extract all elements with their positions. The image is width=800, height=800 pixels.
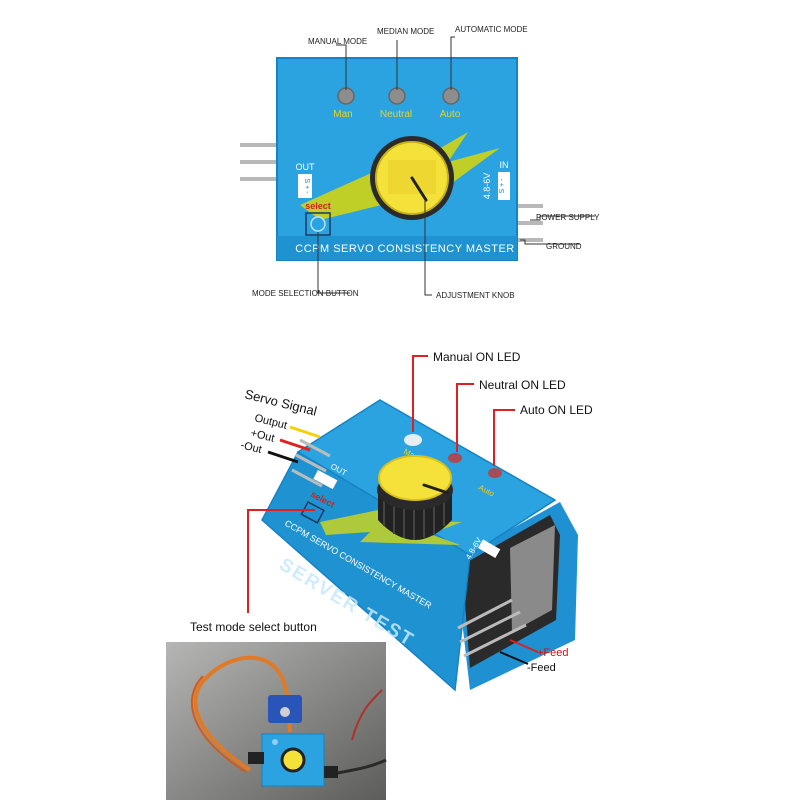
tester-front-face [261,450,471,692]
callout-minus-out: -Out [239,439,263,456]
callout-adjustment-knob: ADJUSTMENT KNOB [436,291,515,300]
output-pins [240,143,280,181]
callout-ground: GROUND [546,242,582,251]
callout-power-supply: POWER SUPPLY [536,213,600,222]
out-pin-labels: S + - [303,179,310,195]
feed-wires [499,639,539,665]
bottom-diagram: Man Auto OUT select 4.8-6V [190,350,593,692]
callout-auto-on-led: Auto ON LED [520,403,593,417]
led-label-man: Man [333,109,352,120]
servo-signal-wires [267,425,321,464]
led-label-auto: Auto [440,109,461,120]
led-manual [337,87,355,105]
bottom-led-auto [488,468,502,478]
callout-test-mode-select-button: Test mode select button [190,620,317,634]
callout-servo-signal: Servo Signal [243,386,318,418]
bottom-callout-lines [247,355,515,613]
bottom-mode-select-button[interactable] [300,500,325,524]
input-pins [513,204,543,242]
led-auto [442,87,460,105]
board-title: CCPM SERVO CONSISTENCY MASTER [295,243,514,255]
select-label: select [305,201,331,211]
callout-plus-out: +Out [249,427,275,444]
callout-neutral-on-led: Neutral ON LED [479,378,566,392]
bottom-led-neutral [448,453,462,463]
bottom-led-manual [404,434,422,446]
out-label: OUT [296,162,316,172]
adjustment-knob[interactable] [370,136,454,220]
callout-automatic-mode: AUTOMATIC MODE [455,25,528,34]
photo-inset [166,642,387,800]
bottom-adjustment-knob[interactable] [377,455,453,540]
in-voltage-label: 4.8-6V [482,173,492,200]
in-label: IN [500,160,509,170]
bottom-input-pins [457,598,527,658]
callout-plus-feed: +Feed [537,647,569,659]
bottom-output-pins [291,438,331,488]
callout-minus-feed: -Feed [527,662,556,674]
callout-manual-on-led: Manual ON LED [433,350,521,364]
callout-median-mode: MEDIAN MODE [377,27,434,36]
led-neutral [388,87,406,105]
in-pin-labels: S + - [499,178,506,194]
callout-manual-mode: MANUAL MODE [308,37,367,46]
top-diagram: Man Neutral Auto OUT S + - IN 4.8-6V S +… [240,25,600,300]
led-label-neutral: Neutral [380,109,412,120]
top-callout-lines [317,36,595,296]
callout-mode-selection-button: MODE SELECTION BUTTON [252,289,359,298]
